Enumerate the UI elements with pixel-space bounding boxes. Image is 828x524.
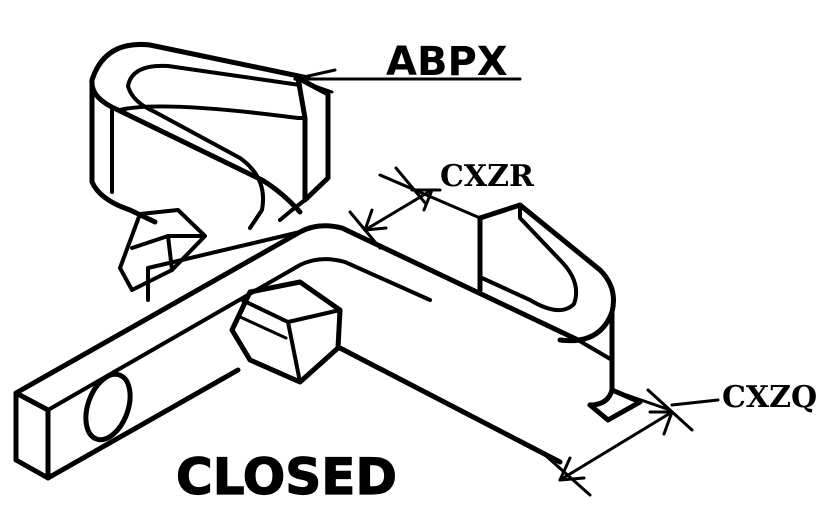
abpx-leader (293, 68, 522, 94)
right-clamp-lower-bar-top (337, 345, 563, 465)
right-clamp (337, 202, 643, 465)
main-bar (13, 223, 581, 481)
cxzq-dimension (543, 388, 720, 497)
cxzr-label: CXZR (440, 159, 535, 194)
main-bar-bottom (45, 367, 241, 481)
right-clamp-loop-bottom (557, 309, 615, 344)
right-clamp-inner-slot (480, 203, 579, 312)
cxzq-label: CXZQ (722, 380, 817, 415)
main-bar-top-inner (46, 257, 432, 412)
front-hex-nut (229, 279, 343, 385)
upper-clamp-end-top (118, 76, 307, 120)
main-bar-step (146, 230, 302, 302)
cxzr-dimension (348, 166, 482, 250)
upper-clamp-lower-run (278, 198, 307, 222)
abpx-label: ABPX (386, 39, 508, 85)
upper-clamp-left-wall (89, 77, 158, 225)
upper-clamp-inner-slot (126, 63, 302, 230)
upper-clamp-outer-loop (89, 41, 311, 215)
upper-clamp (89, 41, 331, 230)
rear-hex-nut (118, 208, 207, 292)
main-bar-hole (83, 371, 133, 443)
main-bar-end-block (13, 390, 51, 481)
right-clamp-lower-bar-side (576, 338, 614, 362)
closed-state-label: CLOSED (176, 448, 397, 506)
